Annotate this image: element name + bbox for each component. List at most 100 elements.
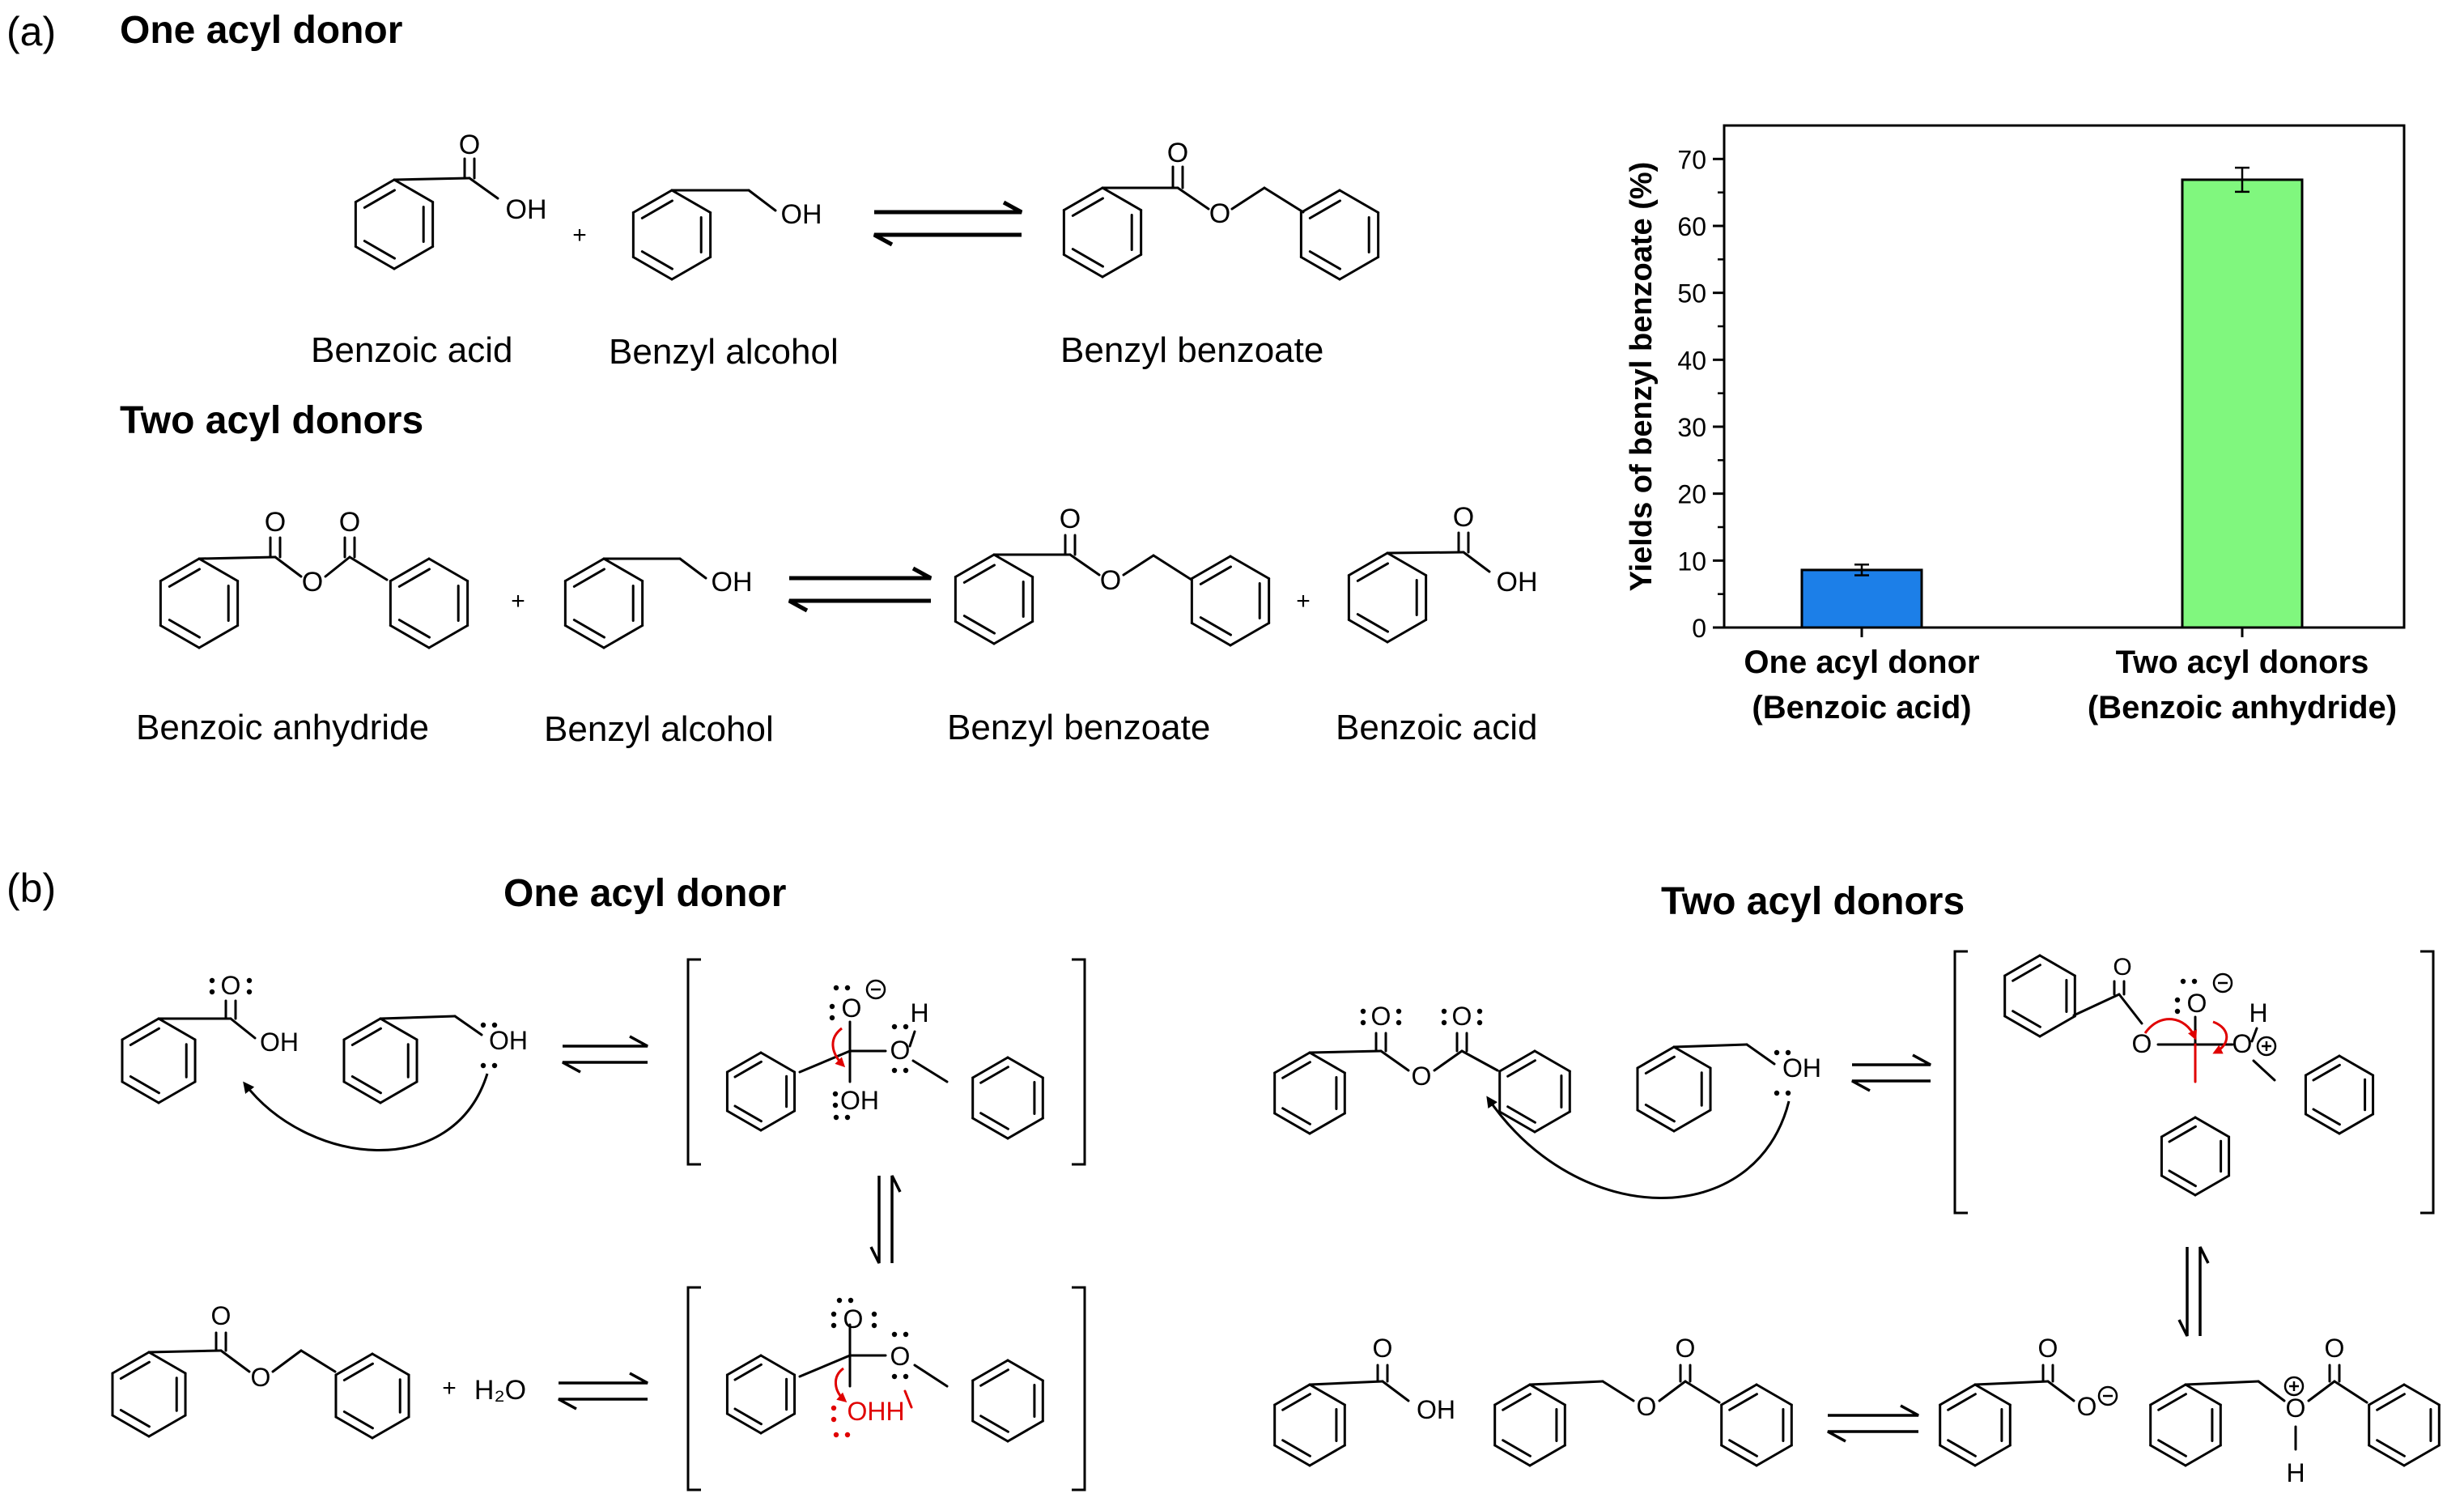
y-tick-label: 30 <box>1677 413 1706 442</box>
hydrogen-label: H <box>2249 998 2267 1028</box>
bond <box>1308 1049 1383 1054</box>
bond <box>198 555 277 560</box>
bond <box>1068 553 1101 577</box>
section-title-two-acyl-b: Two acyl donors <box>1661 880 1965 923</box>
b1-ester-ring <box>111 1351 187 1438</box>
b1-benzyl-ring <box>342 1017 418 1104</box>
oxygen-label: O <box>302 567 323 598</box>
oxygen-label: O <box>1060 504 1081 534</box>
oxygen-label: O <box>459 130 480 160</box>
bar-2 <box>2181 178 2304 629</box>
curved-arrow-red <box>2143 1018 2197 1040</box>
oxygen-label: O <box>339 507 360 538</box>
equilibrium-arrows-b2-vertical <box>2177 1246 2210 1337</box>
benzyl-alcohol-ring <box>631 189 712 281</box>
y-tick-label: 50 <box>1677 279 1706 308</box>
oxygen-label: O <box>1209 198 1230 229</box>
bond <box>1379 1049 1410 1072</box>
benzyl-ring-right <box>1299 189 1380 281</box>
lone-pair <box>833 985 851 991</box>
bond <box>908 1030 916 1048</box>
section-title-one-acyl-a: One acyl donor <box>120 9 403 52</box>
bracket-right <box>1072 958 1086 1166</box>
y-tick-label: 60 <box>1677 212 1706 241</box>
y-tick-label: 10 <box>1677 547 1706 576</box>
bond <box>2072 993 2121 1017</box>
hydroxyl-label: OH <box>781 199 822 230</box>
hydrogen-label: H <box>910 998 928 1028</box>
lone-pair <box>246 977 253 995</box>
caption-benzoic-acid: Benzoic acid <box>311 330 513 370</box>
section-title-two-acyl-a: Two acyl donors <box>120 399 424 442</box>
lone-pair <box>2174 997 2181 1015</box>
oxygen-label: O <box>890 1342 911 1371</box>
plus-sign: + <box>572 222 587 249</box>
caption-benzoic-anhydride: Benzoic anhydride <box>136 708 430 747</box>
equilibrium-arrows-b1 <box>562 1035 648 1074</box>
plus-sign: + <box>1296 588 1311 615</box>
curved-arrow-red <box>831 1027 846 1068</box>
lone-pair <box>480 1062 498 1069</box>
lone-pair <box>209 977 215 995</box>
bond <box>1672 1043 1748 1049</box>
oxygen-label: O <box>1412 1062 1432 1091</box>
bond <box>1308 1380 1384 1386</box>
charge-plus <box>2256 1036 2277 1057</box>
lone-pair <box>1396 1008 1402 1026</box>
hydroxyl-label: OH <box>1782 1053 1821 1083</box>
b1-int2-benzyl-ring <box>971 1359 1044 1443</box>
oxygen-label: O <box>2232 1029 2253 1058</box>
oxygen-label: O <box>265 507 286 538</box>
x-tick-label: (Benzoic anhydride) <box>2088 690 2397 725</box>
bond <box>1433 1049 1464 1072</box>
bond <box>147 1349 223 1354</box>
hydroxyl-label: OH <box>1497 567 1538 598</box>
oxygen-label: O <box>1453 502 1474 533</box>
oxygen-label: O <box>842 994 862 1023</box>
b2-int-ring-bottom <box>2160 1116 2231 1197</box>
oxygen-label: O <box>2286 1393 2306 1423</box>
caption-benzoic-acid-2: Benzoic acid <box>1336 708 1538 747</box>
bond <box>348 555 389 581</box>
lone-pair <box>1360 1008 1366 1026</box>
bond <box>1152 554 1193 581</box>
b2-benzyl-ring <box>1636 1045 1712 1133</box>
bracket-left <box>1953 950 1968 1215</box>
b2-protonated-ring-left <box>2149 1383 2222 1467</box>
lone-pair <box>871 1311 877 1329</box>
lone-pair <box>1774 1090 1791 1096</box>
bond <box>2307 1380 2336 1402</box>
bond <box>2333 1380 2368 1404</box>
plus-sign: + <box>442 1375 457 1402</box>
b1-ester-benzyl-ring <box>334 1352 410 1440</box>
y-axis-label: Yields of benzyl benzoate (%) <box>1625 162 1659 592</box>
y-tick-label: 70 <box>1677 145 1706 174</box>
lone-pair <box>836 1297 854 1304</box>
b2-int-benzyl-ring <box>2304 1054 2375 1135</box>
bond <box>2046 1380 2075 1402</box>
bond <box>1230 186 1266 211</box>
bracket-right <box>2420 950 2435 1215</box>
panel-b-label: (b) <box>6 866 57 911</box>
oxygen-label: O <box>1373 1334 1393 1363</box>
equilibrium-arrows-b2 <box>1851 1053 1931 1092</box>
lone-pair <box>832 1091 839 1108</box>
curved-arrow-attack <box>243 1073 489 1151</box>
oxygen-label: O <box>1452 1002 1472 1031</box>
oxygen-label: O <box>1167 138 1188 168</box>
bond <box>393 177 471 181</box>
bond <box>1122 554 1155 577</box>
lone-pair <box>831 1311 837 1329</box>
lone-pair <box>480 1022 498 1028</box>
lone-pair <box>833 1432 851 1438</box>
hydroxyl-label: OH <box>1417 1395 1455 1424</box>
curved-arrow-red <box>835 1367 848 1402</box>
b2-ester-ring <box>1720 1383 1793 1467</box>
hydroxyl-red-label: OHH <box>847 1397 904 1426</box>
bond <box>1658 1380 1687 1402</box>
hydroxyl-label: OH <box>489 1026 528 1055</box>
benzoate-ring-left <box>1062 186 1143 279</box>
equilibrium-arrows-a2 <box>788 566 932 613</box>
bond <box>1462 551 1491 573</box>
